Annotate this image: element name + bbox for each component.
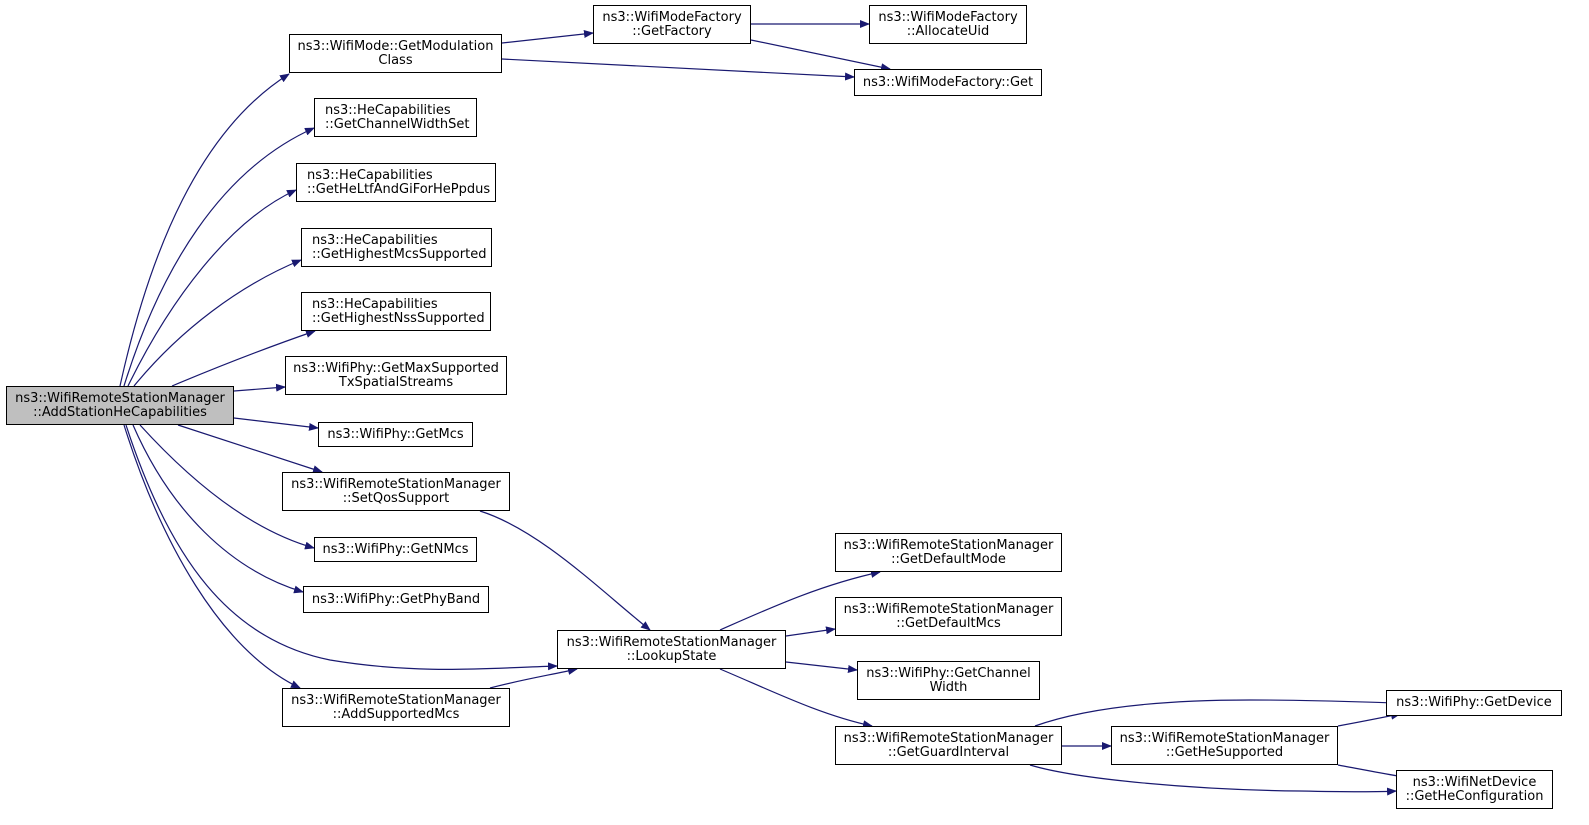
node-label-line: ns3::WifiPhy::GetDevice <box>1396 695 1552 710</box>
edge-root-to-wrsm-addmcs <box>123 424 301 689</box>
edge-wrsm-lookup-to-wrsm-defmode <box>719 569 881 631</box>
node-wrsm-defmcs[interactable]: ns3::WifiRemoteStationManager::GetDefaul… <box>835 597 1062 636</box>
node-label-line: ns3::WifiRemoteStationManager <box>291 692 501 708</box>
node-label-line: ::GetGuardInterval <box>887 744 1010 760</box>
node-label-line: ns3::WifiNetDevice <box>1412 774 1537 790</box>
node-label-line: ns3::WifiModeFactory::Get <box>862 74 1034 90</box>
node-label-line: ns3::WifiPhy::GetNMcs <box>322 541 469 557</box>
node-he-highestnss[interactable]: ns3::HeCapabilities::GetHighestNssSuppor… <box>301 292 491 331</box>
node-phy-getphyband[interactable]: ns3::WifiPhy::GetPhyBand <box>303 586 489 613</box>
node-label-line: ns3::HeCapabilities <box>325 102 451 118</box>
node-label-line: ns3::WifiMode::GetModulation <box>297 38 494 54</box>
node-label-line: ns3::WifiRemoteStationManager <box>843 730 1054 746</box>
node-label-line: ns3::WifiPhy::GetMcs <box>327 426 464 442</box>
node-wrsm-addmcs[interactable]: ns3::WifiRemoteStationManager::AddSuppor… <box>282 688 510 727</box>
edge-wrsm-guard-to-phy-getdevice <box>1034 698 1397 727</box>
node-label-line: Width <box>929 679 968 695</box>
node-wrsm-setqos[interactable]: ns3::WifiRemoteStationManager::SetQosSup… <box>282 472 510 511</box>
node-label-line: ::GetHighestNssSupported <box>312 310 485 326</box>
edge-wm-getmodclass-to-wmf-get <box>501 58 855 81</box>
node-label-line: ::AddSupportedMcs <box>332 706 460 722</box>
node-label-line: ::SetQosSupport <box>342 490 450 506</box>
node-he-ltfgi[interactable]: ns3::HeCapabilities::GetHeLtfAndGiForHeP… <box>296 163 496 202</box>
node-wrsm-defmode[interactable]: ns3::WifiRemoteStationManager::GetDefaul… <box>835 533 1062 572</box>
node-label-line: ::AddStationHeCapabilities <box>33 404 207 420</box>
node-he-chwidthset[interactable]: ns3::HeCapabilities::GetChannelWidthSet <box>314 98 477 137</box>
edge-root-to-he-chwidthset <box>123 127 315 387</box>
node-label-line: ::GetHeSupported <box>1165 744 1284 760</box>
node-label-line: ns3::WifiModeFactory <box>602 9 742 25</box>
edge-root-to-he-highestnss <box>171 330 316 387</box>
node-label-line: ns3::WifiModeFactory <box>878 9 1018 25</box>
edge-root-to-wrsm-setqos <box>177 424 323 474</box>
node-label-line: ns3::WifiRemoteStationManager <box>291 476 501 492</box>
edge-wrsm-lookup-to-wrsm-guard <box>719 668 873 729</box>
edge-wrsm-lookup-to-phy-chwidth <box>785 661 858 673</box>
node-label-line: ns3::HeCapabilities <box>307 167 433 183</box>
node-label-line: ns3::WifiRemoteStationManager <box>843 601 1054 617</box>
node-label-line: ::AllocateUid <box>906 23 990 39</box>
edge-wmf-getfactory-to-wmf-get <box>750 39 891 72</box>
node-label-line: ns3::HeCapabilities <box>312 232 438 248</box>
edge-root-to-he-highestmcs <box>133 259 302 387</box>
node-label-line: ns3::WifiPhy::GetMaxSupported <box>293 360 499 376</box>
node-label-line: ::GetHeLtfAndGiForHePpdus <box>307 181 491 197</box>
node-label-line: ::GetHighestMcsSupported <box>312 246 487 262</box>
edge-root-to-phy-getnmcs <box>139 424 315 550</box>
edge-root-to-phy-maxss <box>233 383 286 392</box>
edge-root-to-he-ltfgi <box>127 189 297 387</box>
node-wmf-getfactory[interactable]: ns3::WifiModeFactory::GetFactory <box>593 5 751 44</box>
node-wrsm-lookup[interactable]: ns3::WifiRemoteStationManager::LookupSta… <box>557 630 786 669</box>
node-label-line: ns3::WifiPhy::GetPhyBand <box>311 591 481 607</box>
node-label-line: ns3::HeCapabilities <box>312 296 438 312</box>
node-label-line: ns3::WifiRemoteStationManager <box>843 537 1054 553</box>
node-label-line: ::GetDefaultMcs <box>896 615 1001 631</box>
edge-root-to-phy-getphyband <box>132 424 304 594</box>
edge-root-to-wrsm-lookup <box>125 424 558 671</box>
node-root[interactable]: ns3::WifiRemoteStationManager::AddStatio… <box>6 386 234 425</box>
node-label-line: ns3::WifiRemoteStationManager <box>15 390 225 406</box>
edge-wrsm-addmcs-to-wrsm-lookup <box>489 667 578 689</box>
node-label-line: ::GetFactory <box>632 23 712 39</box>
node-wmf-allocateuid[interactable]: ns3::WifiModeFactory::AllocateUid <box>869 5 1027 44</box>
edge-wm-getmodclass-to-wmf-getfactory <box>501 30 594 44</box>
node-wmf-get[interactable]: ns3::WifiModeFactory::Get <box>854 69 1042 96</box>
node-phy-getnmcs[interactable]: ns3::WifiPhy::GetNMcs <box>314 537 477 562</box>
node-wrsm-hesupported[interactable]: ns3::WifiRemoteStationManager::GetHeSupp… <box>1111 726 1338 765</box>
node-label-line: Class <box>378 52 413 68</box>
node-phy-getdevice[interactable]: ns3::WifiPhy::GetDevice <box>1386 690 1562 716</box>
edge-wrsm-lookup-to-wrsm-defmcs <box>785 626 836 637</box>
node-phy-getmcs[interactable]: ns3::WifiPhy::GetMcs <box>318 422 473 447</box>
edge-wrsm-guard-to-nd-heconfig <box>1029 764 1397 796</box>
node-nd-heconfig[interactable]: ns3::WifiNetDevice::GetHeConfiguration <box>1396 770 1553 809</box>
node-label-line: ns3::WifiRemoteStationManager <box>1119 730 1330 746</box>
node-wrsm-guard[interactable]: ns3::WifiRemoteStationManager::GetGuardI… <box>835 726 1062 765</box>
edge-root-to-phy-getmcs <box>233 417 319 431</box>
edge-root-to-wm-getmodclass <box>119 73 290 387</box>
node-label-line: ::GetChannelWidthSet <box>325 116 470 132</box>
node-label-line: ::GetDefaultMode <box>891 551 1006 567</box>
node-label-line: ::GetHeConfiguration <box>1405 788 1544 804</box>
node-label-line: ::LookupState <box>626 648 717 664</box>
node-label-line: ns3::WifiRemoteStationManager <box>566 634 777 650</box>
node-label-line: TxSpatialStreams <box>338 374 454 390</box>
node-he-highestmcs[interactable]: ns3::HeCapabilities::GetHighestMcsSuppor… <box>301 228 492 267</box>
node-label-line: ns3::WifiPhy::GetChannel <box>866 665 1031 681</box>
edge-wrsm-setqos-to-wrsm-lookup <box>479 510 651 631</box>
